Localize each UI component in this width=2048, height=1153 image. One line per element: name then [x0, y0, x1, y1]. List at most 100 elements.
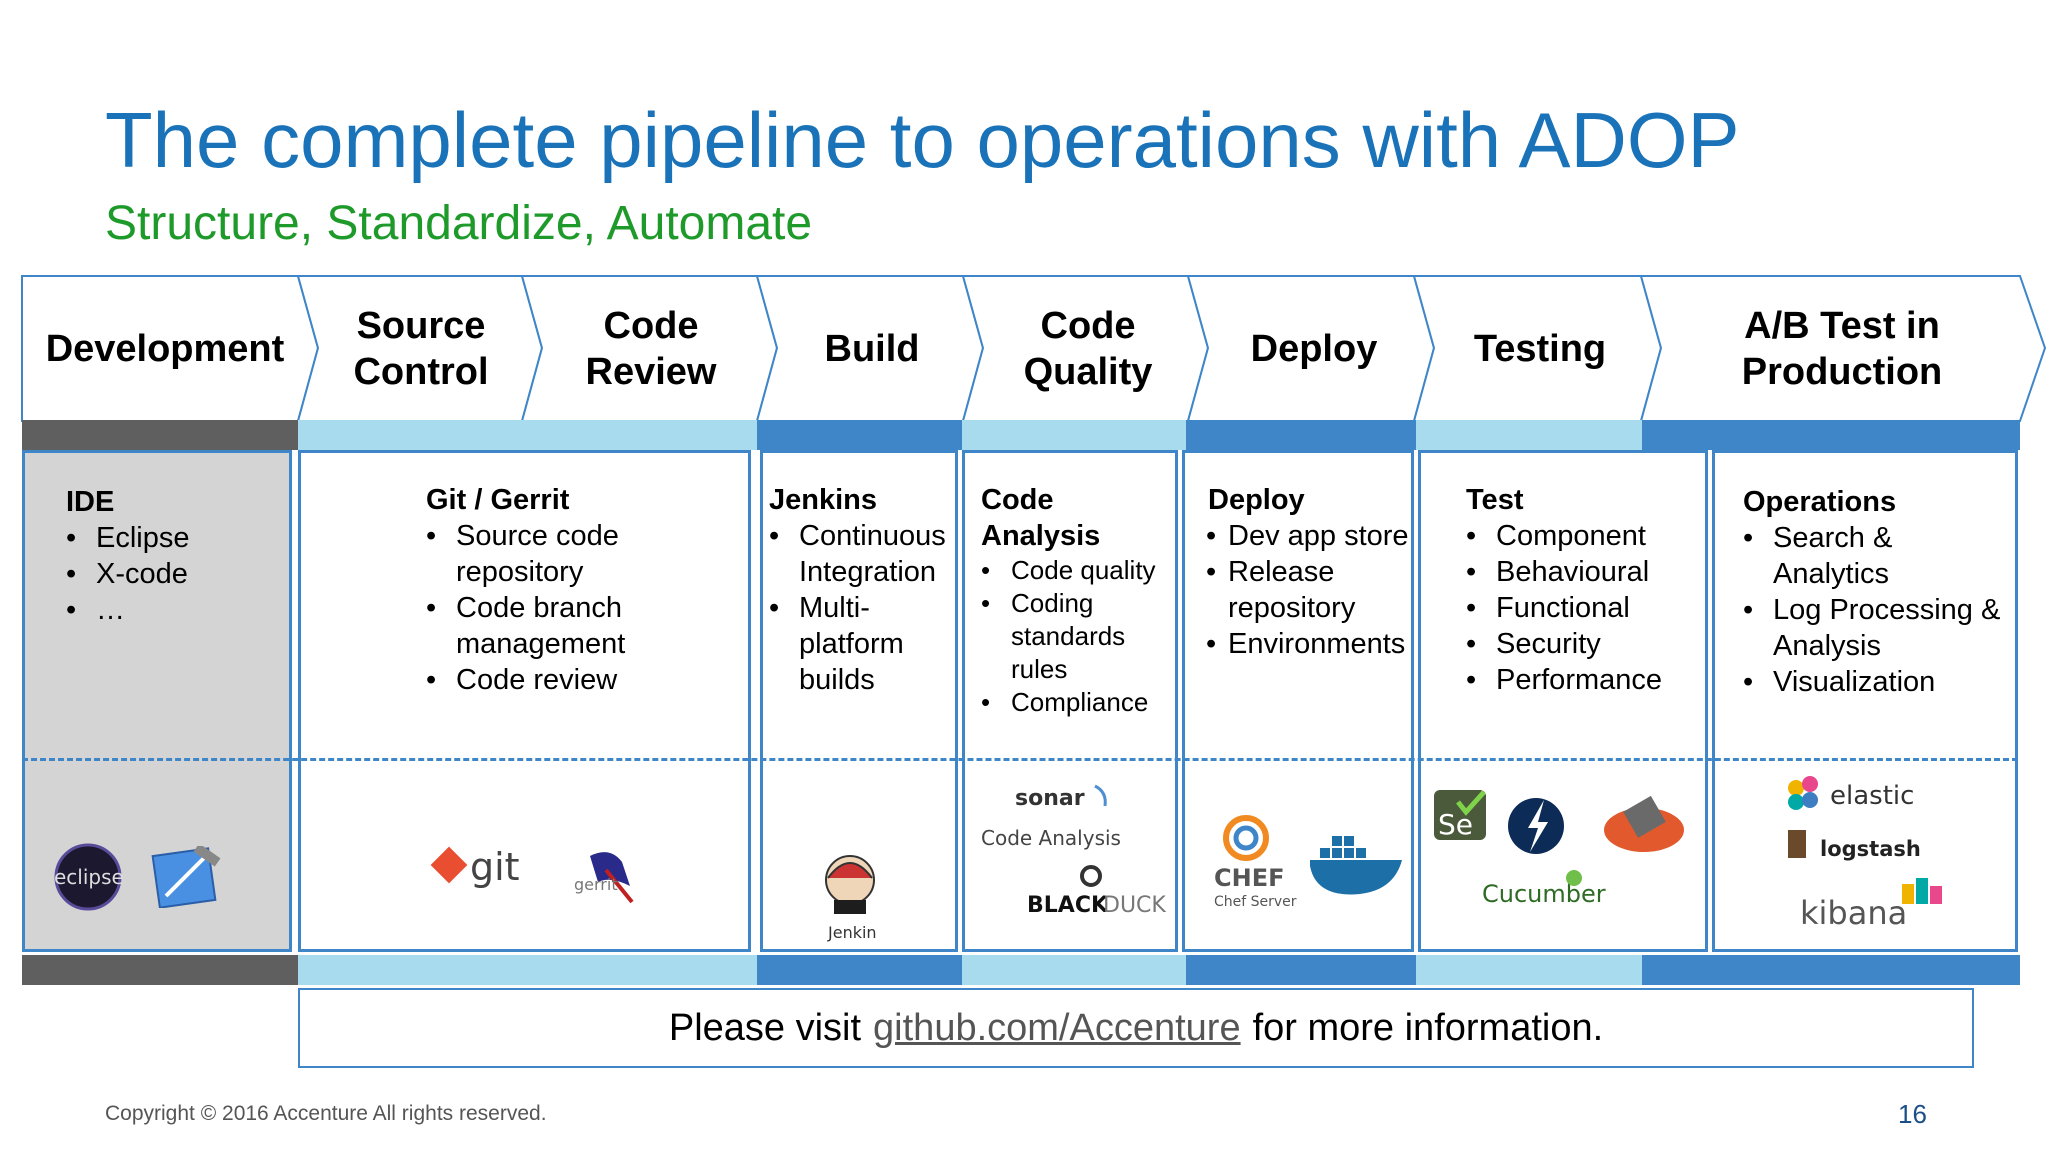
- deploy-heading: Deploy: [1208, 484, 1305, 516]
- svg-text:BLACK: BLACK: [1027, 893, 1109, 916]
- list-item: Log Processing & Analysis: [1743, 592, 2011, 664]
- list-item: Code branch management: [426, 590, 736, 662]
- stage-ab-test: A/B Test in Production: [1741, 304, 1943, 393]
- test-list: Test Component Behavioural Functional Se…: [1466, 482, 1706, 698]
- ops-list: Operations Search & Analytics Log Proces…: [1743, 484, 2011, 700]
- list-item: Source code repository: [426, 518, 736, 590]
- top-bar-deploy: [1186, 420, 1416, 450]
- cucumber-logo: Cucumber: [1482, 870, 1606, 908]
- git-list: Git / Gerrit Source code repository Code…: [426, 482, 736, 698]
- bottom-bar-ops: [1642, 955, 2020, 985]
- eclipse-logo: eclipse: [54, 843, 124, 911]
- quality-list: Code Analysis Code quality Coding standa…: [981, 482, 1177, 719]
- top-bar-development: [22, 420, 298, 450]
- deploy-list: Deploy Dev app store Release repository …: [1206, 482, 1418, 662]
- stage-testing: Testing: [1473, 327, 1607, 370]
- jenkins-heading: Jenkins: [769, 484, 877, 516]
- stage-code-review: Code Review: [585, 304, 717, 393]
- column-jenkins: [760, 450, 958, 952]
- xcode-logo: [151, 846, 221, 908]
- git-logo: git: [430, 845, 520, 889]
- bottom-bar-quality: [962, 955, 1186, 985]
- top-bar-quality: [962, 420, 1186, 450]
- git-heading: Git / Gerrit: [426, 484, 570, 516]
- svg-text:DUCK: DUCK: [1103, 893, 1166, 916]
- svg-text:Se: Se: [1438, 808, 1473, 841]
- page-title: The complete pipeline to operations with…: [105, 96, 1740, 184]
- chevron-ab-test: [1639, 275, 2047, 422]
- list-item: Search & Analytics: [1743, 520, 2011, 592]
- list-item: X-code: [66, 556, 286, 592]
- jenkins-logo: Jenkin: [825, 855, 877, 942]
- tools-divider: [22, 758, 2018, 761]
- info-suffix: for more information.: [1252, 1006, 1604, 1049]
- copyright: Copyright © 2016 Accenture All rights re…: [105, 1102, 547, 1125]
- ops-heading: Operations: [1743, 486, 1897, 518]
- sonar-blackduck-logos: sonar Code Analysis BLACK DUCK: [981, 784, 1166, 916]
- list-item: Performance: [1466, 662, 1706, 698]
- selenium-logo: Se: [1434, 790, 1486, 841]
- test-heading: Test: [1466, 484, 1524, 516]
- page-subtitle: Structure, Standardize, Automate: [105, 197, 813, 250]
- column-ops: [1712, 450, 2018, 952]
- top-bar-source: [298, 420, 757, 450]
- chef-logo: CHEF Chef Server: [1214, 815, 1297, 910]
- list-item: Compliance: [981, 686, 1177, 719]
- list-item: Coding standards rules: [981, 587, 1177, 686]
- info-banner: Please visit github.com/Accenture for mo…: [298, 988, 1974, 1068]
- ide-list: IDE Eclipse X-code …: [66, 484, 286, 628]
- bottom-bar-build: [757, 955, 962, 985]
- stage-deploy: Deploy: [1250, 327, 1378, 370]
- column-deploy: [1182, 450, 1414, 952]
- list-item: Multi-platform builds: [769, 590, 959, 698]
- pipeline-chevrons: [21, 275, 2047, 422]
- stage-code-quality: Code Quality: [1023, 304, 1153, 393]
- gatling-logo: [1604, 795, 1684, 852]
- zap-logo: [1508, 798, 1564, 854]
- svg-text:eclipse: eclipse: [54, 865, 124, 889]
- top-bar-build: [757, 420, 962, 450]
- jenkins-list: Jenkins Continuous Integration Multi-pla…: [769, 482, 959, 698]
- list-item: Component: [1466, 518, 1706, 554]
- list-item: Security: [1466, 626, 1706, 662]
- svg-text:git: git: [470, 845, 520, 889]
- bottom-bar-deploy: [1186, 955, 1416, 985]
- svg-text:Chef Server: Chef Server: [1214, 894, 1297, 910]
- column-git: [298, 450, 751, 952]
- stage-build: Build: [824, 327, 920, 370]
- info-prefix: Please visit: [668, 1006, 862, 1049]
- column-test: [1418, 450, 1708, 952]
- svg-text:Cucumber: Cucumber: [1482, 880, 1606, 908]
- svg-text:sonar: sonar: [1015, 786, 1085, 811]
- list-item: Visualization: [1743, 664, 2011, 700]
- bottom-bar-testing: [1416, 955, 1642, 985]
- top-bar-ops: [1642, 420, 2020, 450]
- list-item: Behavioural: [1466, 554, 1706, 590]
- github-link[interactable]: github.com/Accenture: [873, 1006, 1241, 1049]
- svg-text:elastic: elastic: [1830, 781, 1914, 811]
- svg-text:logstash: logstash: [1820, 837, 1921, 861]
- docker-logo: [1310, 836, 1402, 895]
- stage-development: Development: [45, 327, 285, 370]
- svg-text:Jenkin: Jenkin: [827, 923, 877, 942]
- list-item: Functional: [1466, 590, 1706, 626]
- ide-heading: IDE: [66, 486, 115, 518]
- list-item: Continuous Integration: [769, 518, 959, 590]
- page-number: 16: [1898, 1099, 1927, 1129]
- list-item: Code quality: [981, 554, 1177, 587]
- list-item: Eclipse: [66, 520, 286, 556]
- elastic-stack-logos: elastic logstash kibana: [1788, 776, 1942, 932]
- list-item: Dev app store: [1206, 518, 1418, 554]
- svg-text:gerrit: gerrit: [574, 875, 618, 894]
- bottom-bar-source: [298, 955, 757, 985]
- gerrit-logo: gerrit: [574, 852, 634, 904]
- quality-heading: Code Analysis: [981, 484, 1101, 552]
- svg-text:Code Analysis: Code Analysis: [981, 826, 1121, 850]
- top-bar-testing: [1416, 420, 1642, 450]
- list-item: …: [66, 592, 286, 628]
- list-item: Code review: [426, 662, 736, 698]
- svg-text:kibana: kibana: [1800, 894, 1907, 932]
- bottom-bar-development: [22, 955, 298, 985]
- list-item: Environments: [1206, 626, 1418, 662]
- svg-text:CHEF: CHEF: [1214, 864, 1285, 892]
